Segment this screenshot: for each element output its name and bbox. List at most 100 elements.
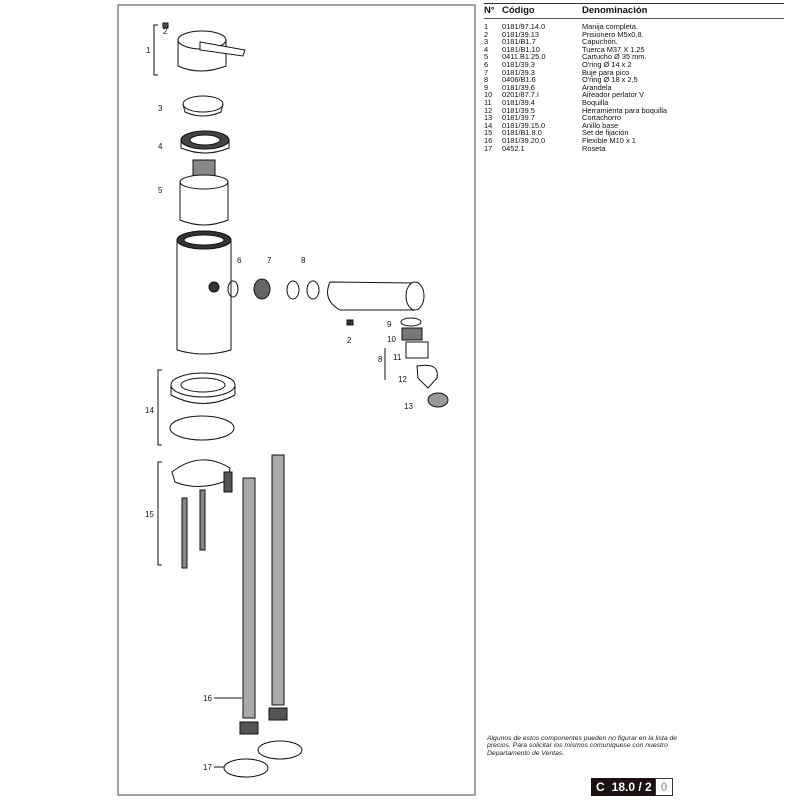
page-code-prefix: C <box>591 778 610 796</box>
part-code: 0201/87.7.I <box>502 90 539 100</box>
part-number: 2 <box>484 29 489 39</box>
callout-7: 7 <box>267 256 272 265</box>
part-code: 0181/B1.7 <box>502 37 536 47</box>
part-nut <box>180 130 230 154</box>
part-rosettes <box>223 740 303 778</box>
part-number: 10 <box>484 90 493 100</box>
table-row: 2 0181/39.13 Prisionero M5x0,8. <box>484 29 784 39</box>
part-aerator <box>400 317 449 408</box>
part-name: Aireador perlator V <box>582 90 645 100</box>
part-name: Flexible M10 x 1 <box>582 135 636 145</box>
part-name: Prisionero M5x0,8. <box>582 29 644 39</box>
bracket-14 <box>157 369 162 446</box>
callout-4: 4 <box>158 142 163 151</box>
callout-9: 9 <box>387 320 392 329</box>
table-row: 10 0201/87.7.I Aireador perlator V <box>484 91 784 99</box>
page-code-suffix: 0 <box>654 778 674 796</box>
callout-15: 15 <box>145 510 154 519</box>
part-spout-seals <box>227 278 320 300</box>
part-code: 0181/39.5 <box>502 105 535 115</box>
part-number: 9 <box>484 82 489 92</box>
callout-8b: 8 <box>378 355 383 364</box>
part-name: Roseta <box>582 143 606 153</box>
callout-8: 8 <box>301 256 306 265</box>
callout-11: 11 <box>393 353 402 362</box>
callout-13: 13 <box>404 402 413 411</box>
part-name: O'ring Ø 14 x 2 <box>582 59 632 69</box>
table-row: 3 0181/B1.7 Capuchón. <box>484 38 784 46</box>
part-base-ring <box>169 372 236 441</box>
part-number: 17 <box>484 143 493 153</box>
part-fixing-set <box>171 459 233 569</box>
callout-6: 6 <box>237 256 242 265</box>
part-cap <box>182 95 224 117</box>
part-body <box>176 230 232 355</box>
part-number: 1 <box>484 22 489 31</box>
part-code: 0452.1 <box>502 143 525 153</box>
table-row: 14 0181/39.15.0 Anillo base <box>484 122 784 130</box>
callout-2b: 2 <box>347 336 352 345</box>
header-num: N° <box>484 5 495 16</box>
part-code: 0411.B1.25.0 <box>502 52 546 62</box>
table-row: 15 0181/B1.8.0 Set de fijación <box>484 129 784 137</box>
part-name: Capuchón. <box>582 37 618 47</box>
callout-2: 2 <box>163 27 168 36</box>
table-row: 16 0181/39.20.0 Flexible M10 x 1 <box>484 137 784 145</box>
table-row: 1 0181/97.14.0 Manija completa. <box>484 23 784 31</box>
part-number: 11 <box>484 97 492 107</box>
part-number: 14 <box>484 120 493 130</box>
parts-table: N° Código Denominación 1 0181/97.14.0 Mani… <box>484 3 784 152</box>
header-name: Denominación <box>582 5 648 16</box>
part-number: 13 <box>484 113 493 123</box>
callout-16: 16 <box>203 694 212 703</box>
part-number: 3 <box>484 37 489 47</box>
callout-12: 12 <box>398 375 407 384</box>
part-code: 0181/39.15.0 <box>502 120 546 130</box>
part-name: O'ring Ø 18 x 2,5 <box>582 75 638 85</box>
part-number: 7 <box>484 67 489 77</box>
part-name: Manija completa. <box>582 22 638 31</box>
part-code: 0181/39.4 <box>502 97 535 107</box>
part-code: 0181/B1.10 <box>502 44 540 54</box>
part-number: 5 <box>484 52 489 62</box>
part-number: 15 <box>484 128 493 138</box>
part-number: 8 <box>484 75 489 85</box>
table-header: N° Código Denominación <box>484 4 784 19</box>
part-name: Cartucho Ø 35 mm. <box>582 52 647 62</box>
part-number: 12 <box>484 105 493 115</box>
callout-5: 5 <box>158 186 163 195</box>
part-code: 0181/B1.8.0 <box>502 128 542 138</box>
callout-10: 10 <box>387 335 396 344</box>
page-code: C 18.0 / 2 0 <box>591 778 674 796</box>
table-row: 17 0452.1 Roseta <box>484 143 784 153</box>
part-code: 0181/39.3 <box>502 67 535 77</box>
callout-14: 14 <box>145 406 154 415</box>
part-spout <box>327 281 425 326</box>
part-code: 0181/39.20.0 <box>502 135 546 145</box>
part-name: Set de fijación <box>582 128 629 138</box>
part-cartridge <box>179 159 229 226</box>
part-code: 0181/39.13 <box>502 29 539 39</box>
part-code: 0181/97.14.0 <box>502 22 546 31</box>
part-code: 0181/39.6 <box>502 82 535 92</box>
disclaimer-note: Algunos de estos componentes pueden no f… <box>487 735 678 757</box>
callout-1: 1 <box>146 46 151 55</box>
bracket-1 <box>153 24 158 76</box>
part-name: Anillo base <box>582 120 619 130</box>
part-code: 0181/39.3 <box>502 59 535 69</box>
part-number: 4 <box>484 44 489 54</box>
part-flexible-hoses <box>239 454 288 735</box>
callout-17: 17 <box>203 763 212 772</box>
table-body: 1 0181/97.14.0 Manija completa. 2 0181/39.13… <box>484 23 784 152</box>
callout-3: 3 <box>158 104 163 113</box>
part-name: Cortachorro <box>582 113 622 123</box>
part-number: 16 <box>484 135 493 145</box>
